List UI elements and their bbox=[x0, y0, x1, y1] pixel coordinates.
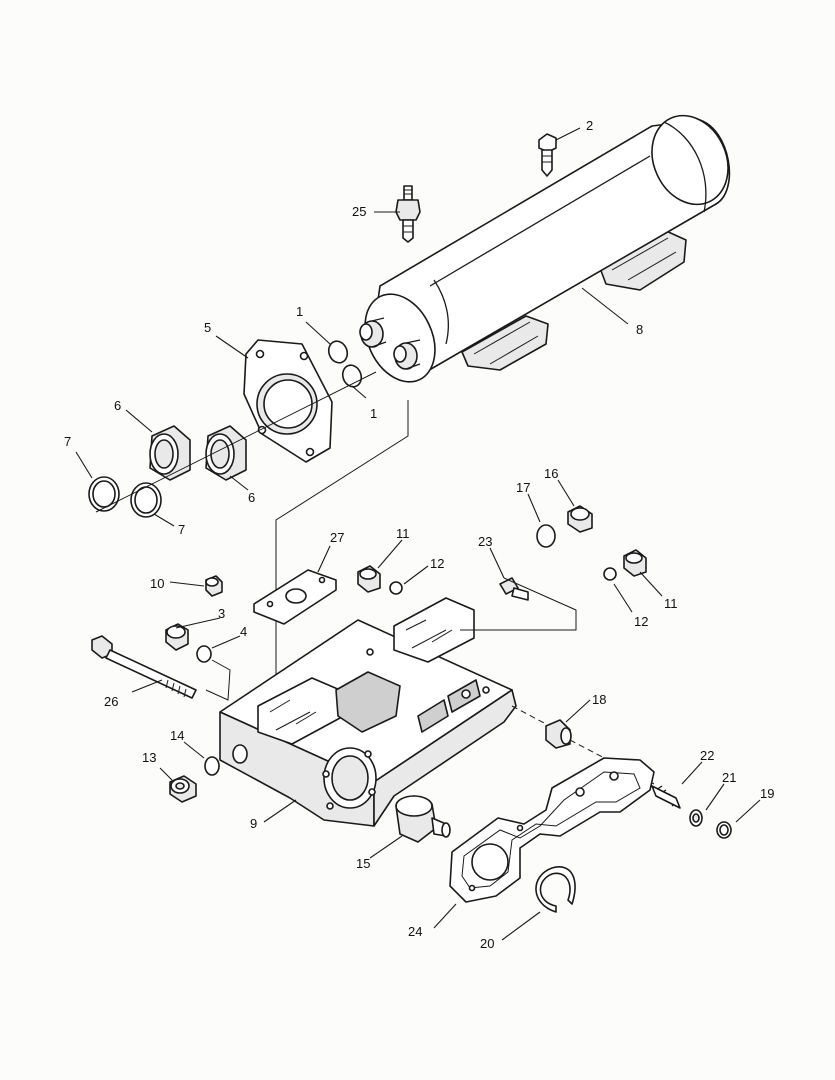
part-7-ring-b bbox=[130, 482, 162, 518]
part-12-oring-a bbox=[389, 581, 403, 595]
part-11-fitting-a bbox=[357, 565, 381, 593]
part-20-retaining-ring bbox=[535, 866, 576, 913]
assembly-line-4 bbox=[205, 659, 231, 701]
part-3-plug bbox=[165, 623, 189, 651]
callout-23: 23 bbox=[478, 534, 492, 549]
part-15-poppet bbox=[395, 795, 451, 843]
callout-1a: 1 bbox=[296, 304, 303, 319]
part-25-stud bbox=[395, 185, 421, 243]
part-1-oring-b bbox=[341, 364, 363, 388]
part-8-cylinder bbox=[359, 114, 731, 383]
callout-16: 16 bbox=[544, 466, 558, 481]
part-4-oring bbox=[196, 645, 212, 663]
callout-2: 2 bbox=[586, 118, 593, 133]
callout-4: 4 bbox=[240, 624, 247, 639]
callout-24: 24 bbox=[408, 924, 422, 939]
callout-19: 19 bbox=[760, 786, 774, 801]
callout-17: 17 bbox=[516, 480, 530, 495]
part-19-ring bbox=[716, 821, 732, 839]
callout-6a: 6 bbox=[114, 398, 121, 413]
axis-dash-22 bbox=[569, 739, 655, 785]
part-6-bushing-b bbox=[205, 425, 247, 481]
callout-18: 18 bbox=[592, 692, 606, 707]
callout-7b: 7 bbox=[178, 522, 185, 537]
part-23-fitting bbox=[499, 577, 529, 601]
assembly-line-23 bbox=[460, 577, 577, 631]
part-18-plug bbox=[545, 719, 572, 749]
callout-1b: 1 bbox=[370, 406, 377, 421]
part-2-bolt bbox=[538, 133, 557, 177]
callout-7a: 7 bbox=[64, 434, 71, 449]
part-16-plug bbox=[567, 505, 593, 533]
callout-13: 13 bbox=[142, 750, 156, 765]
part-1-oring-a bbox=[327, 340, 349, 364]
callout-14: 14 bbox=[170, 728, 184, 743]
leader-lines bbox=[75, 127, 761, 941]
callout-10: 10 bbox=[150, 576, 164, 591]
part-12-oring-b bbox=[603, 567, 617, 581]
callout-8: 8 bbox=[636, 322, 643, 337]
callout-9: 9 bbox=[250, 816, 257, 831]
callout-22: 22 bbox=[700, 748, 714, 763]
callout-26: 26 bbox=[104, 694, 118, 709]
part-24-gasket bbox=[449, 757, 655, 903]
callout-25: 25 bbox=[352, 204, 366, 219]
part-21-washer bbox=[689, 809, 703, 827]
axis-dash-18 bbox=[511, 705, 547, 725]
part-11-fitting-b bbox=[623, 549, 647, 577]
part-26-long-bolt bbox=[91, 635, 197, 699]
part-14-oring bbox=[204, 756, 220, 776]
callout-21: 21 bbox=[722, 770, 736, 785]
part-9-valve-body bbox=[219, 597, 517, 827]
part-10-plug bbox=[205, 575, 223, 597]
part-27-plate bbox=[253, 569, 337, 625]
callout-6b: 6 bbox=[248, 490, 255, 505]
assembly-axis-line bbox=[95, 371, 377, 513]
callout-27: 27 bbox=[330, 530, 344, 545]
callout-11a: 11 bbox=[396, 526, 410, 541]
callout-12b: 12 bbox=[634, 614, 648, 629]
callout-12a: 12 bbox=[430, 556, 444, 571]
part-13-plug bbox=[169, 775, 197, 803]
part-7-ring-a bbox=[88, 476, 120, 512]
callout-11b: 11 bbox=[664, 596, 678, 611]
part-17-oring bbox=[536, 524, 556, 548]
callout-3: 3 bbox=[218, 606, 225, 621]
part-22-spring bbox=[651, 785, 681, 809]
part-5-flange bbox=[243, 339, 333, 463]
part-6-bushing-a bbox=[149, 425, 191, 481]
callout-20: 20 bbox=[480, 936, 494, 951]
callout-15: 15 bbox=[356, 856, 370, 871]
callout-5: 5 bbox=[204, 320, 211, 335]
